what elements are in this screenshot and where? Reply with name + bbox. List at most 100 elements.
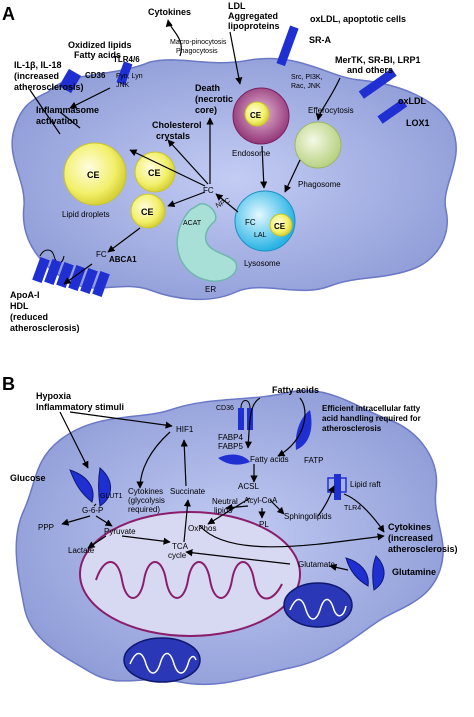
- phagocytosis-label: Phagocytosis: [176, 48, 218, 55]
- lipids-label: lipids: [214, 506, 232, 515]
- er-organelle: [176, 203, 238, 282]
- aggregated-label: Aggregated: [228, 11, 278, 21]
- cd36-receptor-a: [58, 68, 82, 94]
- activation-label: activation: [36, 116, 78, 126]
- succinate-label: Succinate: [170, 487, 206, 496]
- necrotic-label: (necrotic: [195, 94, 233, 104]
- oxldl-label: oxLDL: [398, 96, 427, 106]
- neutral-label: Neutral: [212, 497, 238, 506]
- lal-label: LAL: [254, 232, 267, 239]
- cd36-a-label: CD36: [85, 71, 106, 80]
- src-label: Src, PI3K,: [291, 74, 323, 81]
- fabp4-label: FABP4: [218, 433, 243, 442]
- fatp-transporter: [295, 410, 312, 450]
- inflammasome-label: Inflammasome: [36, 105, 99, 115]
- fc-label-2: FC: [96, 250, 107, 259]
- sra-label: SR-A: [309, 35, 331, 45]
- abca1-label: ABCA1: [109, 255, 137, 264]
- apoa-label-3: (reduced: [10, 312, 48, 322]
- macrophage-cell-a: [11, 57, 457, 301]
- tlr46-receptor: [116, 61, 133, 86]
- cytokines-gly-label-2: (glycolysis: [128, 496, 165, 505]
- oxidized-lipids-label: Oxidized lipids: [68, 40, 132, 50]
- ce-label-1: CE: [87, 170, 100, 180]
- phagosome-label: Phagosome: [298, 180, 341, 189]
- cd36-b-label: CD36: [216, 405, 234, 412]
- mertk-label: MerTK, SR-BI, LRP1: [335, 55, 421, 65]
- hypoxia-label: Hypoxia: [36, 391, 72, 401]
- mertk-receptor: [358, 68, 397, 99]
- lox1-label: LOX1: [406, 118, 430, 128]
- tlr4-label: TLR4: [344, 505, 361, 512]
- glutamine-label: Glutamine: [392, 567, 436, 577]
- cytokines-gly-label-3: required): [128, 505, 160, 514]
- efficient-label-1: Efficient intracellular fatty: [322, 404, 421, 413]
- endosome-label: Endosome: [232, 149, 271, 158]
- cholesterol-label: Cholesterol: [152, 120, 202, 130]
- panel-a-arrows: [29, 19, 341, 285]
- and-others-label: and others: [347, 65, 393, 75]
- glut1-label: GLUT1: [100, 493, 123, 500]
- ce-label-2: CE: [148, 168, 161, 178]
- pyruvate-label: Pyruvate: [104, 527, 136, 536]
- lipid-droplet-large: [63, 142, 127, 206]
- apoa-label-4: atherosclerosis): [10, 323, 80, 333]
- tlr46-label: TLR4/6: [113, 55, 140, 64]
- cytokines-ath-label-1: Cytokines: [388, 522, 431, 532]
- panel-b-arrows: [59, 397, 385, 571]
- phagosome-organelle: [294, 121, 342, 169]
- panel-b-letter: B: [2, 374, 15, 394]
- inflammatory-label: Inflammatory stimuli: [36, 402, 124, 412]
- il1b-label-1: IL-1β, IL-18: [14, 60, 62, 70]
- efficient-label-3: atherosclerosis: [322, 424, 382, 433]
- macropino-label: Macro-pinocytosis: [170, 39, 227, 46]
- ce-label-5: CE: [274, 222, 286, 231]
- lysosome-ce: [269, 213, 293, 237]
- lactate-label: Lactate: [68, 546, 95, 555]
- lipid-raft-label: Lipid raft: [350, 480, 381, 489]
- pl-label: PL: [259, 520, 269, 529]
- glut1-transporter: [69, 467, 111, 507]
- acylcoa-label: Acyl-CoA: [244, 496, 278, 505]
- crystals-label: crystals: [156, 131, 190, 141]
- fatty-acids-top-label: Fatty acids: [272, 385, 319, 395]
- efferocytosis-label: Efferocytosis: [308, 106, 354, 115]
- glutamine-transporter: [345, 555, 385, 591]
- panel-a-letter: A: [2, 4, 15, 24]
- endosome-ce: [244, 101, 270, 127]
- death-label: Death: [195, 83, 220, 93]
- tca-label: TCA: [172, 542, 189, 551]
- fc-lyso-label: FC: [245, 218, 256, 227]
- g6p-label: G-6-P: [82, 506, 103, 515]
- core-label: core): [195, 105, 217, 115]
- apoa-label-2: HDL: [10, 301, 29, 311]
- cycle-label: cycle: [168, 551, 187, 560]
- mitochondrion-small-1: [283, 582, 353, 628]
- cytokines-ath-label-2: (increased: [388, 533, 433, 543]
- fc-label-1: FC: [203, 186, 214, 195]
- ce-label-3: CE: [141, 207, 154, 217]
- acsl-label: ACSL: [238, 482, 259, 491]
- cytokines-ath-label-3: atherosclerosis): [388, 544, 458, 554]
- mitochondrion-large: [79, 511, 301, 637]
- ldl-label: LDL: [228, 1, 246, 11]
- sphingolipids-label: Sphingolipids: [284, 512, 332, 521]
- fabp5-label: FABP5: [218, 442, 243, 451]
- fyn-lyn-label: Fyn, Lyn: [116, 73, 143, 80]
- glucose-label: Glucose: [10, 473, 46, 483]
- cytokines-a-label: Cytokines: [148, 7, 191, 17]
- sra-receptor: [276, 25, 299, 67]
- acat-label: ACAT: [183, 220, 202, 227]
- lysosome-label: Lysosome: [244, 259, 281, 268]
- cytokines-gly-label-1: Cytokines: [128, 487, 163, 496]
- apoa-label-1: ApoA-I: [10, 290, 40, 300]
- lipid-droplet-small-2: [130, 193, 166, 229]
- efficient-label-2: acid handling required for: [322, 414, 421, 423]
- fabp-protein: [218, 454, 250, 465]
- fatty-acids-a-label: Fatty acids: [74, 50, 121, 60]
- lipoproteins-label: lipoproteins: [228, 21, 280, 31]
- glutamate-label: Glutamate: [298, 560, 335, 569]
- oxldl-apoptotic-label: oxLDL, apoptotic cells: [310, 14, 406, 24]
- tlr4-receptor: [327, 474, 347, 500]
- lipid-droplets-label: Lipid droplets: [62, 210, 110, 219]
